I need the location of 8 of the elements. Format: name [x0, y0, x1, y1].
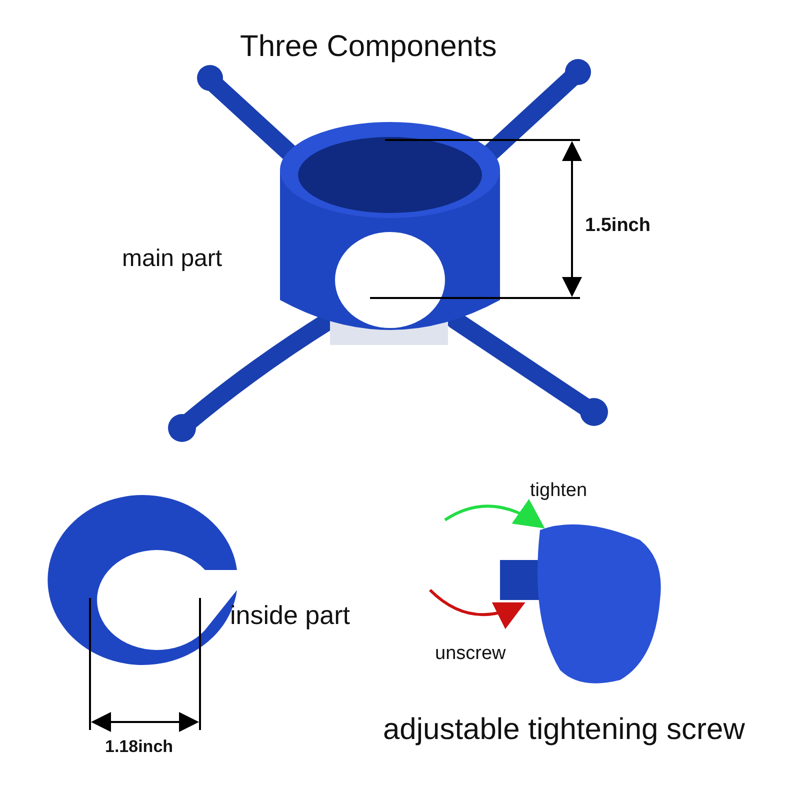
direction-label: unscrew [435, 643, 506, 665]
direction-label: tighten [530, 480, 588, 502]
part-label: adjustable tightening screw [383, 713, 745, 747]
part-label: inside part [230, 600, 350, 631]
dimension-label: 1.5inch [585, 215, 650, 237]
part-label: main part [122, 245, 222, 273]
dimension-label: 1.18inch [105, 737, 174, 757]
title: Three Components [240, 30, 497, 64]
